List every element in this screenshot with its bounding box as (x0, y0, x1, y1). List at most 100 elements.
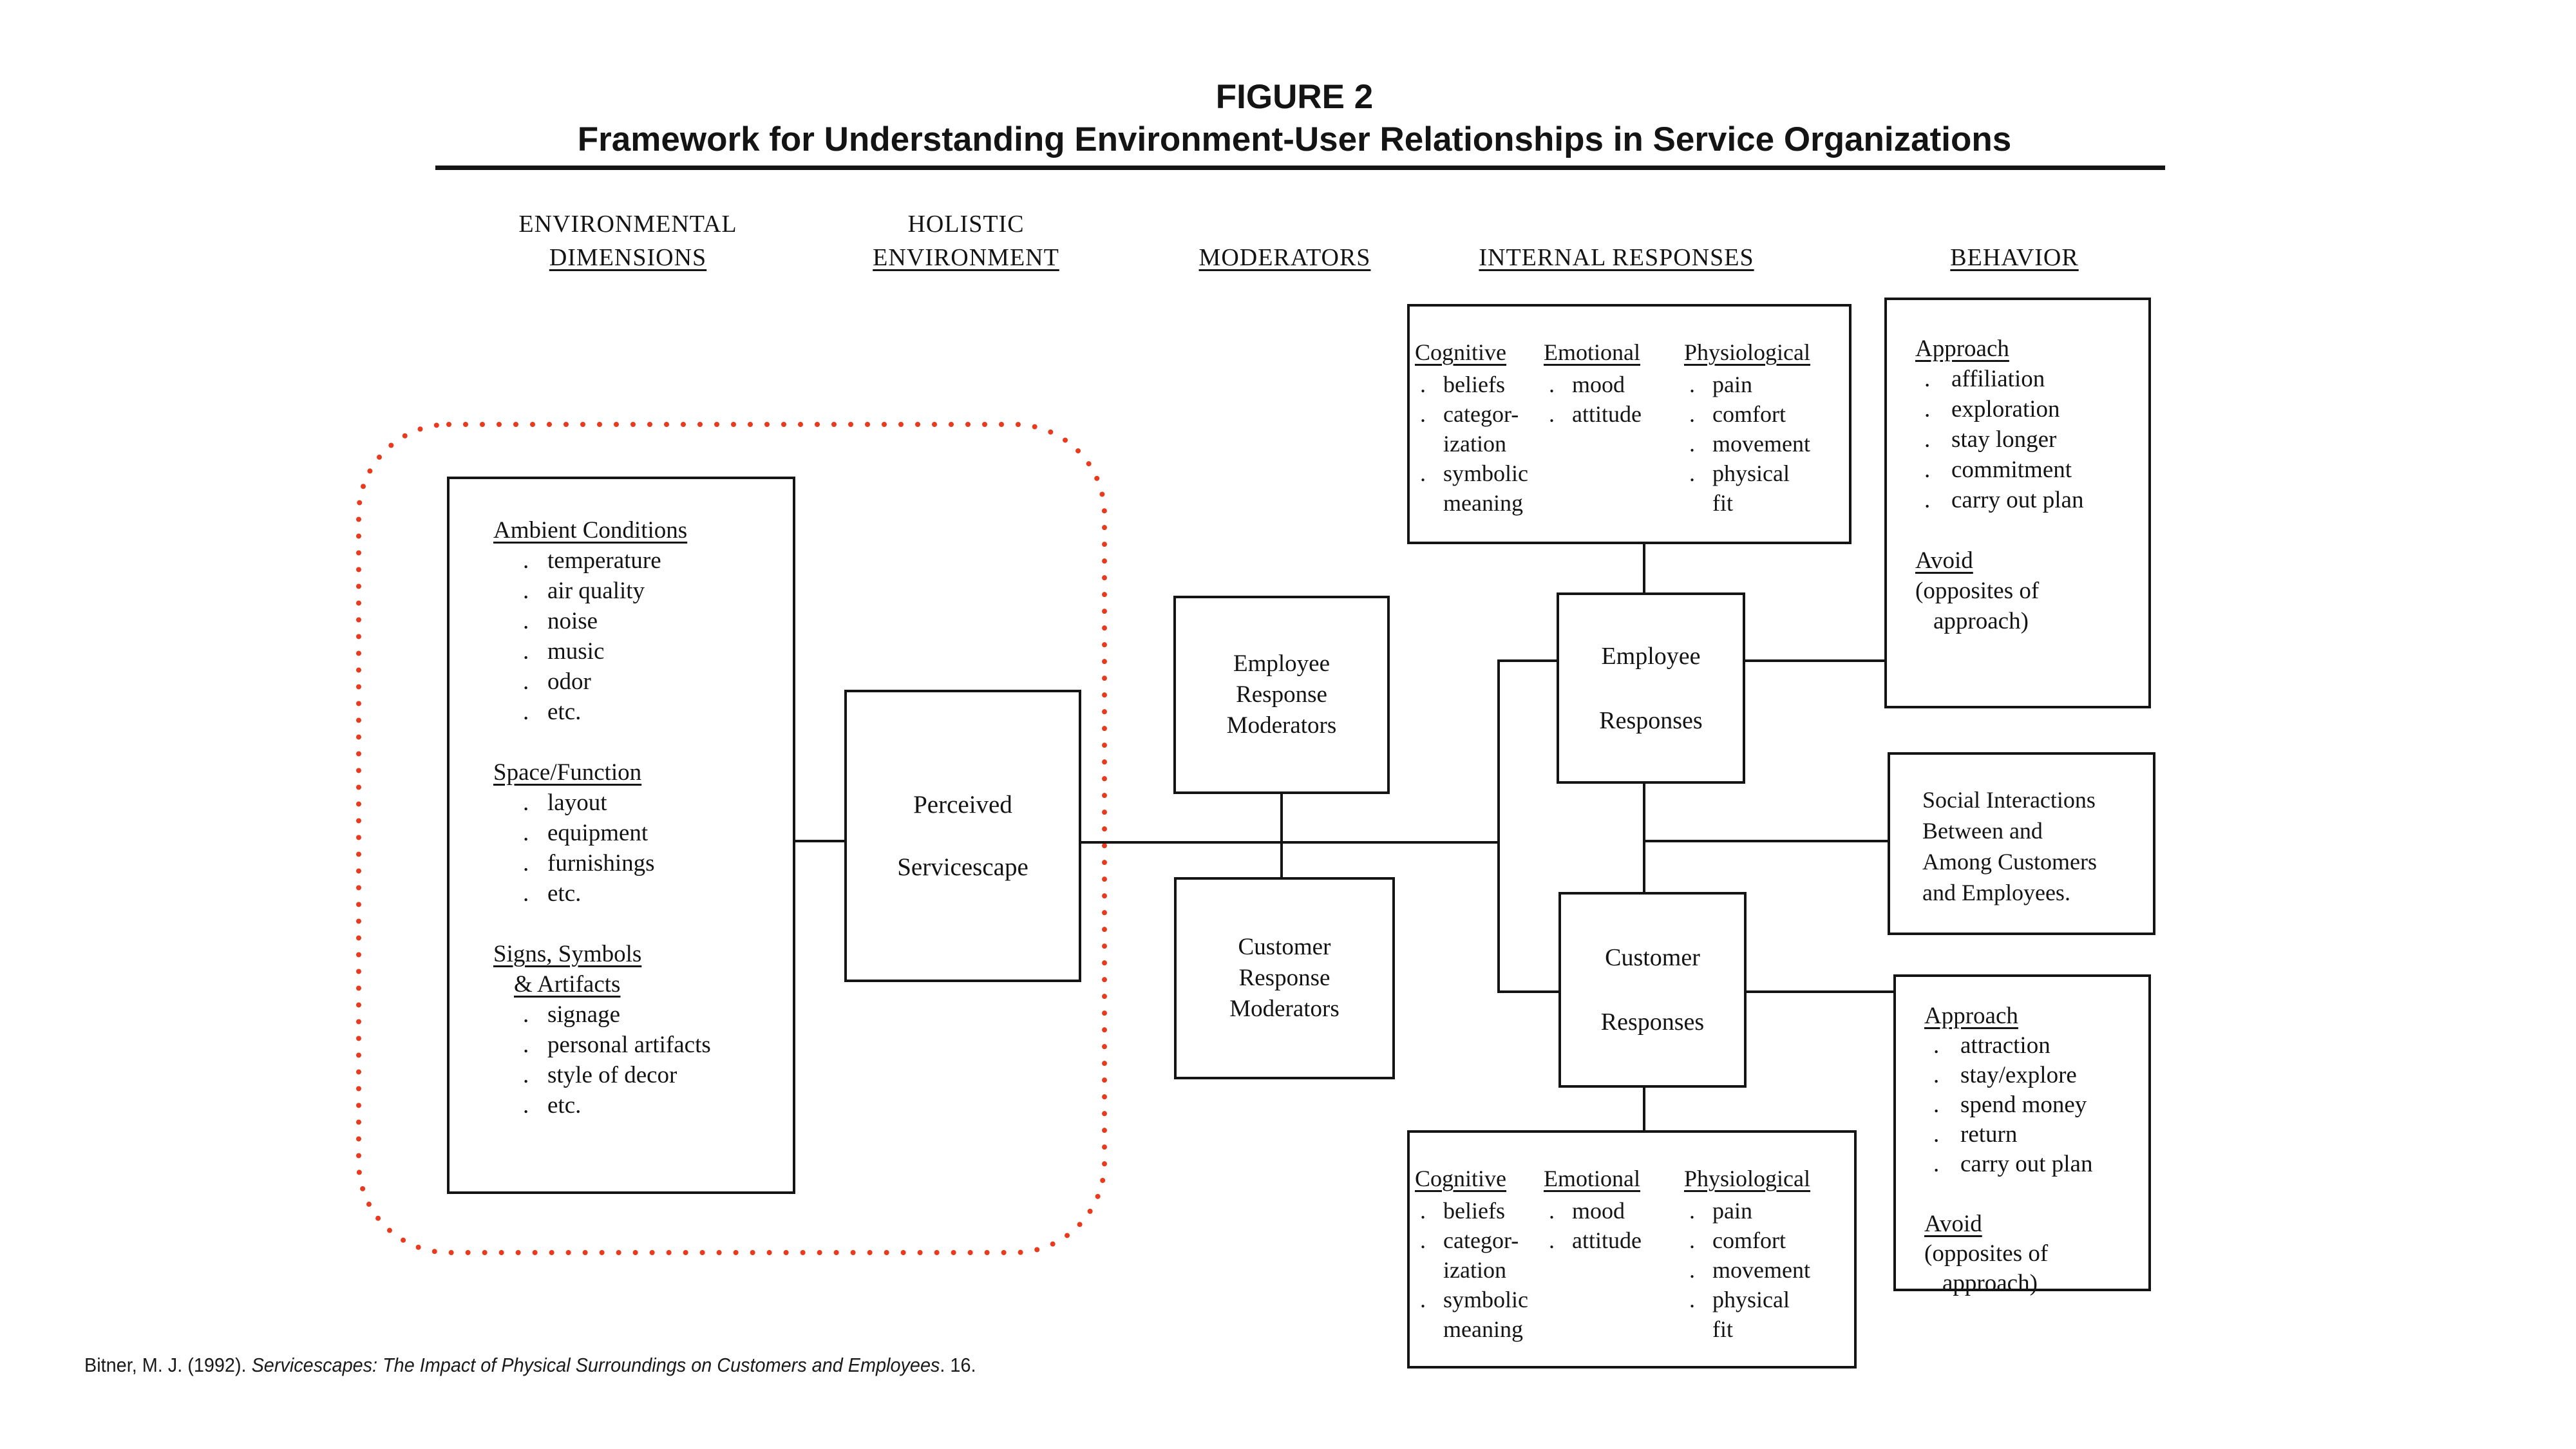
bullet-spacer (1684, 488, 1712, 518)
citation-suffix: . 16. (940, 1354, 976, 1376)
connector-employee-to-customer-responses (1643, 782, 1645, 893)
list-item-text: fit (1712, 490, 1733, 516)
list-item: .pain (1684, 370, 1842, 399)
list-item-continuation: ization (1415, 1255, 1544, 1285)
list-item-continuation: fit (1684, 1314, 1848, 1344)
bullet-spacer (1415, 1255, 1443, 1285)
column-header-behavior: BEHAVIOR (1853, 207, 2175, 274)
bullet-marker: . (1420, 372, 1426, 397)
list-item: .movement (1684, 429, 1842, 459)
list-item-text: pain (1712, 372, 1752, 397)
box-line: Moderators (1226, 712, 1337, 739)
list-item: .movement (1684, 1255, 1848, 1285)
list-item: .noise (493, 606, 786, 636)
list-item: .etc. (493, 697, 786, 727)
list-item: .beliefs (1415, 1196, 1544, 1226)
internal-responses-top-box: Cognitive .beliefs .categor- ization .sy… (1407, 304, 1852, 544)
list-item-text: beliefs (1443, 372, 1505, 397)
bullet-marker: . (1924, 396, 1931, 422)
list-item-text: mood (1572, 1198, 1625, 1224)
column-title: Physiological (1684, 1166, 1810, 1191)
list-item: .carry out plan (1915, 485, 2143, 515)
bullet-marker: . (523, 790, 529, 816)
list-item-text: air quality (547, 578, 645, 604)
list-item: .music (493, 636, 786, 667)
list-item: .stay longer (1915, 424, 2143, 455)
box-line: Responses (1600, 1009, 1705, 1036)
list-item-text: categor- (1443, 401, 1519, 427)
bullet-marker: . (1933, 1062, 1940, 1088)
bullet-marker: . (1549, 372, 1555, 397)
list-item: .carry out plan (1924, 1150, 2143, 1179)
list-item-text: etc. (547, 880, 582, 907)
bullet-marker: . (1933, 1151, 1940, 1177)
list-item-text: meaning (1443, 1316, 1523, 1342)
list-item-text: etc. (547, 699, 582, 725)
section-space-function: Space/Function .layout .equipment .furni… (493, 757, 786, 909)
section-signs-symbols-artifacts: Signs, Symbols & Artifacts .signage .per… (493, 939, 786, 1121)
environmental-dimensions-content: Ambient Conditions .temperature .air qua… (450, 479, 793, 1121)
column-title: Emotional (1544, 1166, 1640, 1191)
list-item-text: equipment (547, 820, 649, 846)
approach-title: Approach (1915, 336, 2009, 362)
bullet-marker: . (1933, 1092, 1940, 1118)
behavior-employee-content: Approach .affiliation .exploration .stay… (1887, 300, 2148, 636)
list-item: .odor (493, 667, 786, 697)
list-item: .attitude (1544, 399, 1684, 429)
citation-work-title: Servicescapes: The Impact of Physical Su… (251, 1354, 940, 1376)
list-item: .mood (1544, 370, 1684, 399)
social-interactions-content: Social Interactions Between and Among Cu… (1890, 755, 2153, 908)
bullet-marker: . (523, 608, 529, 634)
behavior-customer-content: Approach .attraction .stay/explore .spen… (1896, 977, 2148, 1298)
header-line: ENVIRONMENTAL (518, 211, 737, 238)
avoid-note-line2: approach) (1933, 608, 2029, 634)
bullet-marker: . (1420, 1287, 1426, 1312)
figure-title: Framework for Understanding Environment-… (577, 120, 2012, 158)
list-item: . beliefs (1415, 370, 1544, 399)
avoid-note-line2: approach) (1942, 1270, 2038, 1296)
list-item-continuation: meaning (1415, 488, 1544, 518)
avoid-note-line1: (opposites of (1915, 578, 2040, 604)
environmental-dimensions-box: Ambient Conditions .temperature .air qua… (447, 477, 795, 1194)
list-item-text: symbolic (1443, 1287, 1528, 1312)
internal-responses-bottom-box: Cognitive .beliefs .categor- ization .sy… (1407, 1130, 1857, 1368)
bullet-marker: . (523, 668, 529, 695)
bullet-marker: . (1689, 401, 1695, 427)
connector-perceived-to-responses (1080, 841, 1500, 844)
list-item: .temperature (493, 545, 786, 576)
list-item: .furnishings (493, 848, 786, 878)
list-item: .categor- (1415, 1226, 1544, 1255)
box-line: Among Customers (1922, 849, 2098, 875)
connector-bracket-to-employee-responses (1497, 659, 1558, 662)
list-item-continuation: meaning (1415, 1314, 1544, 1344)
list-item: .commitment (1915, 455, 2143, 485)
perceived-line2: Servicescape (897, 853, 1028, 881)
list-item-text: physical (1712, 1287, 1790, 1312)
emotional-column: Emotional .mood .attitude (1544, 1164, 1684, 1344)
bullet-marker: . (1689, 460, 1695, 486)
environment-boundary-dotted-outline (356, 422, 1107, 1255)
header-line (1124, 207, 1446, 241)
section-title-line2: & Artifacts (514, 971, 621, 998)
bullet-marker: . (1933, 1032, 1940, 1059)
box-line: Customer (1238, 934, 1331, 960)
box-line: Between and (1922, 818, 2043, 844)
bullet-marker: . (523, 1092, 529, 1119)
box-line: Moderators (1229, 996, 1340, 1022)
bullet-marker: . (1689, 431, 1695, 457)
list-item: .etc. (493, 1090, 786, 1121)
bullet-marker: . (523, 1001, 529, 1028)
column-title: Emotional (1544, 339, 1640, 365)
list-item: .comfort (1684, 1226, 1848, 1255)
perceived-servicescape-box: Perceived Servicescape (844, 690, 1081, 982)
bullet-spacer (1415, 429, 1443, 459)
list-item: .symbolic (1415, 459, 1544, 488)
avoid-title: Avoid (1924, 1211, 1982, 1237)
box-line: Employee (1601, 642, 1701, 670)
header-line-underlined: BEHAVIOR (1950, 244, 2079, 271)
list-item: .exploration (1915, 394, 2143, 424)
internal-responses-columns: Cognitive .beliefs .categor- ization .sy… (1410, 307, 1849, 518)
list-item: .mood (1544, 1196, 1684, 1226)
employee-response-moderators-box: Employee Response Moderators (1173, 596, 1390, 794)
